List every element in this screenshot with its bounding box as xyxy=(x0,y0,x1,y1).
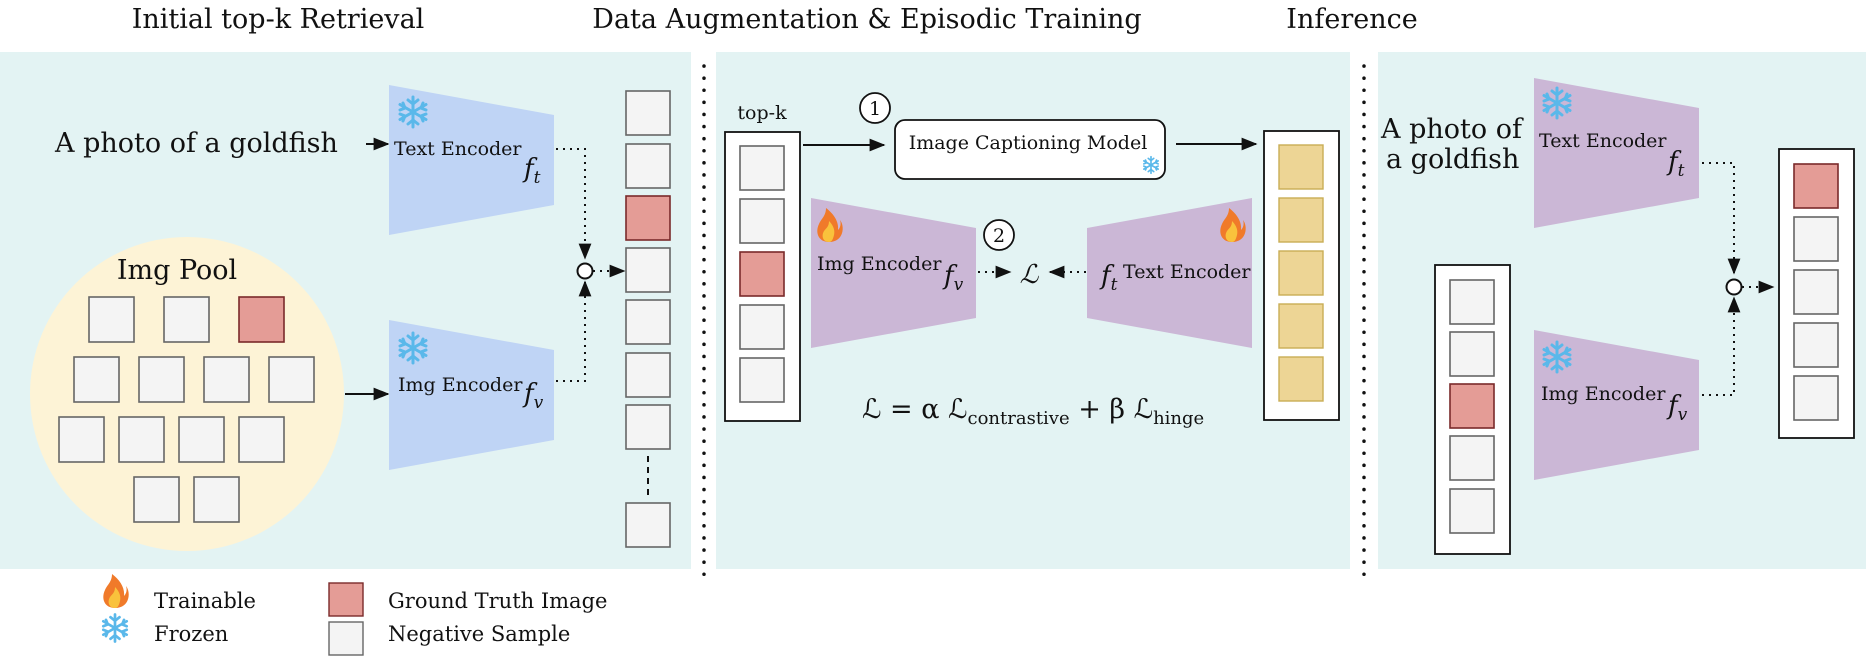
image-pool-label: Img Pool xyxy=(117,255,237,286)
gallery-ground-truth-image xyxy=(1449,383,1495,429)
retrieval-text-encoder xyxy=(389,85,554,235)
loss-equation: ℒ = α ℒcontrastive + β ℒhinge xyxy=(862,394,1204,429)
ranked-negative-sample xyxy=(625,90,671,136)
inference-ranked-negative xyxy=(1793,269,1839,315)
caption-item xyxy=(1278,144,1324,190)
inference-similarity-node xyxy=(1725,278,1743,296)
inference-ranked-list xyxy=(1793,163,1839,421)
retrieval-img-feature-path xyxy=(556,280,592,382)
step-1-number: 1 xyxy=(869,98,881,120)
step-1-badge xyxy=(859,92,891,124)
inference-text-encoder-label: Text Encoder xyxy=(1539,130,1667,152)
pool-negative-sample xyxy=(138,356,185,403)
generated-captions xyxy=(1278,144,1324,402)
topk-ground-truth-image xyxy=(739,251,785,297)
pool-negative-sample xyxy=(58,416,105,463)
inference-ranked-negative xyxy=(1793,322,1839,368)
gallery-negative-sample xyxy=(1449,279,1495,325)
legend-frozen: Frozen xyxy=(154,622,228,646)
retrieval-query-text: A photo of a goldfish xyxy=(54,128,338,159)
caption-item xyxy=(1278,356,1324,402)
caption-item xyxy=(1278,197,1324,243)
gallery-negative-sample xyxy=(1449,331,1495,377)
snowflake-icon xyxy=(101,613,129,643)
topk-negative-sample xyxy=(739,304,785,350)
topk-negative-sample xyxy=(739,145,785,191)
inference-text-feature-path xyxy=(1702,162,1741,275)
retrieval-img-encoder xyxy=(389,320,554,470)
captioning-model-box xyxy=(894,119,1166,180)
ranked-negative-sample xyxy=(625,143,671,189)
pool-negative-sample xyxy=(203,356,250,403)
topk-negative-sample xyxy=(739,357,785,403)
retrieval-img-encoder-label: Img Encoder xyxy=(398,374,523,396)
inference-query-line-2: a goldfish xyxy=(1386,144,1519,175)
section-title-inference: Inference xyxy=(1286,4,1417,35)
step-2-badge xyxy=(983,219,1015,251)
inference-img-encoder xyxy=(1534,330,1699,480)
inference-query-line-1: A photo of xyxy=(1380,114,1524,145)
pool-negative-sample xyxy=(163,296,210,343)
retrieval-text-feature-path xyxy=(556,148,592,260)
pool-ground-truth-image xyxy=(238,296,285,343)
topk-negative-sample xyxy=(739,198,785,244)
ranked-ground-truth-image xyxy=(625,195,671,241)
legend-ground-truth-swatch xyxy=(328,582,364,617)
pool-negative-sample xyxy=(118,416,165,463)
flame-icon xyxy=(103,574,129,608)
pool-negative-sample xyxy=(268,356,315,403)
section-title-training: Data Augmentation & Episodic Training xyxy=(592,4,1141,35)
inference-ranked-negative xyxy=(1793,375,1839,421)
training-img-encoder-label: Img Encoder xyxy=(817,253,942,275)
ranked-negative-sample xyxy=(625,502,671,548)
pool-negative-sample xyxy=(133,476,180,523)
legend: Trainable Frozen Ground Truth Image Nega… xyxy=(101,574,607,656)
caption-item xyxy=(1278,303,1324,349)
pool-negative-sample xyxy=(193,476,240,523)
loss-symbol: ℒ xyxy=(1020,260,1040,290)
ranked-negative-sample xyxy=(625,299,671,345)
pool-negative-sample xyxy=(238,416,285,463)
ranked-negative-sample xyxy=(625,404,671,450)
inference-ranked-ground-truth xyxy=(1793,163,1839,209)
training-text-encoder xyxy=(1087,198,1252,348)
retrieval-ranked-list xyxy=(625,90,671,548)
inference-text-encoder xyxy=(1534,78,1699,228)
captioning-model-label: Image Captioning Model xyxy=(909,132,1148,154)
legend-negative-swatch xyxy=(328,621,364,656)
retrieval-text-encoder-label: Text Encoder xyxy=(394,138,522,160)
pool-negative-sample xyxy=(178,416,225,463)
pool-negative-sample xyxy=(73,356,120,403)
legend-ground-truth: Ground Truth Image xyxy=(388,589,607,613)
inference-img-encoder-label: Img Encoder xyxy=(1541,383,1666,405)
pool-negative-sample xyxy=(88,296,135,343)
inference-ranked-negative xyxy=(1793,216,1839,262)
topk-label: top-k xyxy=(737,102,787,124)
gallery-negative-sample xyxy=(1449,488,1495,534)
gallery-negative-sample xyxy=(1449,435,1495,481)
training-img-encoder xyxy=(811,198,976,348)
training-text-encoder-label: Text Encoder xyxy=(1123,261,1251,283)
section-title-retrieval: Initial top-k Retrieval xyxy=(132,4,425,35)
legend-trainable: Trainable xyxy=(154,589,256,613)
ranked-negative-sample xyxy=(625,247,671,293)
legend-negative: Negative Sample xyxy=(388,622,570,646)
ranked-negative-sample xyxy=(625,352,671,398)
caption-item xyxy=(1278,250,1324,296)
step-2-number: 2 xyxy=(993,225,1005,247)
image-pool-thumbnails xyxy=(58,296,315,523)
topk-images xyxy=(739,145,785,403)
inference-gallery xyxy=(1449,279,1495,534)
retrieval-similarity-node xyxy=(576,262,594,280)
